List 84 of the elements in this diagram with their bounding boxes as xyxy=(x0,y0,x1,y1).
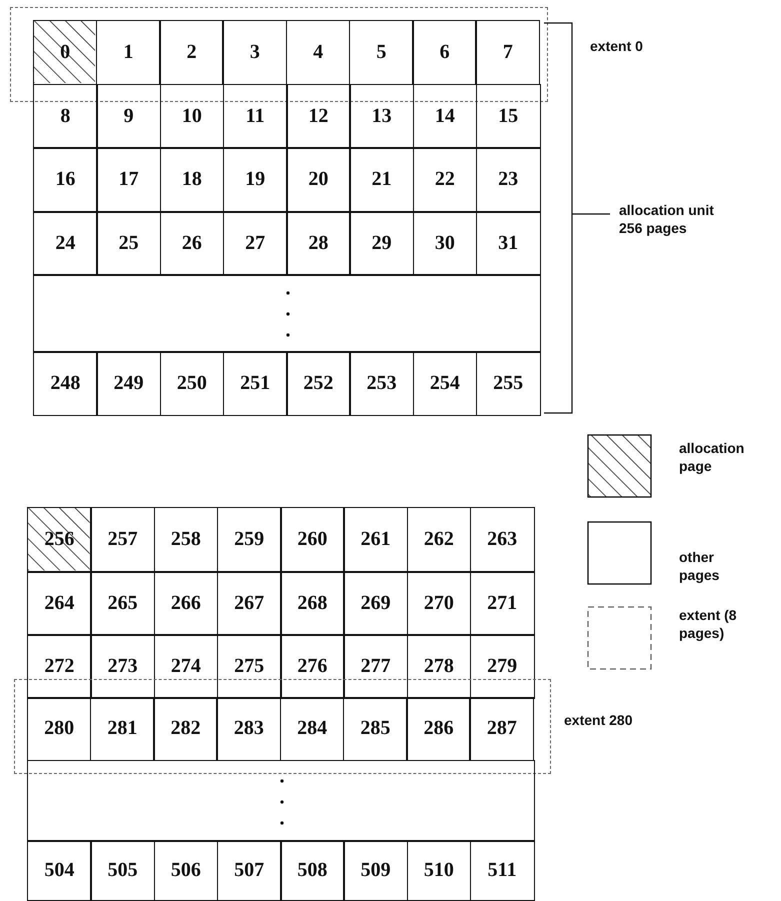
extent-label: extent 0 xyxy=(590,38,643,56)
page-cell: 259 xyxy=(216,507,282,572)
page-cell: 258 xyxy=(154,507,218,572)
extent-outline xyxy=(14,679,551,774)
page-cell: 266 xyxy=(154,571,218,636)
page-cell: 7 xyxy=(475,20,540,86)
page-cell: 278 xyxy=(406,634,472,698)
page-cell: 273 xyxy=(90,634,155,698)
page-cell: 31 xyxy=(476,211,540,276)
page-cell: 262 xyxy=(406,507,472,572)
page-cell: 249 xyxy=(96,351,161,416)
page-cell: 506 xyxy=(154,840,218,900)
page-cell: 261 xyxy=(343,507,408,572)
page-cell: 268 xyxy=(280,571,345,636)
page-cell: 24 xyxy=(33,211,98,276)
page-cell: 287 xyxy=(469,696,534,762)
page-cell: 29 xyxy=(349,211,414,276)
page-cell: 250 xyxy=(160,351,224,416)
page-cell: 12 xyxy=(286,84,351,148)
page-cell: 248 xyxy=(33,351,98,416)
page-cell: 508 xyxy=(280,840,345,900)
page-cell: 8 xyxy=(33,84,98,148)
page-cell: 1 xyxy=(96,20,161,86)
page-cell: 27 xyxy=(222,211,288,276)
page-cell: 26 xyxy=(160,211,224,276)
page-cell: 15 xyxy=(476,84,540,148)
page-cell: 505 xyxy=(90,840,155,900)
page-cell: 281 xyxy=(90,696,155,762)
extent-label: extent 280 xyxy=(564,712,632,730)
page-cell: 510 xyxy=(406,840,472,900)
page-cell: 23 xyxy=(476,147,540,212)
page-cell: 285 xyxy=(342,696,408,762)
page-cell: 269 xyxy=(343,571,408,636)
page-cell: 30 xyxy=(412,211,478,276)
page-cell: 28 xyxy=(286,211,351,276)
page-cell: 25 xyxy=(96,211,161,276)
page-cell: 271 xyxy=(470,571,534,636)
omitted-rows-box xyxy=(27,760,534,842)
page-cell: 22 xyxy=(412,147,478,212)
legend-label: other pages xyxy=(679,549,720,584)
page-cell: 254 xyxy=(412,351,478,416)
page-cell: 3 xyxy=(222,20,288,86)
omitted-rows-box xyxy=(33,274,540,352)
page-cell: 267 xyxy=(216,571,282,636)
page-cell: 265 xyxy=(90,571,155,636)
page-cell: 509 xyxy=(343,840,408,900)
page-cell: 272 xyxy=(27,634,92,698)
page-cell: 282 xyxy=(153,696,218,762)
page-cell: 255 xyxy=(476,351,540,416)
page-cell: 283 xyxy=(216,696,282,762)
page-cell: 251 xyxy=(222,351,288,416)
page-cell: 20 xyxy=(286,147,351,212)
page-cell: 279 xyxy=(470,634,534,698)
page-cell: 17 xyxy=(96,147,161,212)
page-cell: 9 xyxy=(96,84,161,148)
page-cell: 13 xyxy=(349,84,414,148)
page-cell: 264 xyxy=(27,571,92,636)
page-cell: 11 xyxy=(222,84,288,148)
page-cell: 270 xyxy=(406,571,472,636)
page-cell: 286 xyxy=(406,696,471,762)
page-cell: 257 xyxy=(90,507,155,572)
allocation-unit-label: allocation unit 256 pages xyxy=(619,202,715,237)
page-cell: 275 xyxy=(216,634,282,698)
page-cell: 6 xyxy=(412,20,477,86)
page-cell: 276 xyxy=(280,634,345,698)
page-cell: 511 xyxy=(470,840,534,900)
page-cell: 252 xyxy=(286,351,351,416)
extent-outline xyxy=(10,7,548,102)
page-cell: 504 xyxy=(27,840,92,900)
legend-label: extent (8 pages) xyxy=(679,607,738,642)
page-cell: 2 xyxy=(159,20,224,86)
page-cell: 16 xyxy=(33,147,98,212)
page-cell: 260 xyxy=(280,507,345,572)
page-cell: 263 xyxy=(470,507,534,572)
page-cell: 507 xyxy=(216,840,282,900)
page-cell: 277 xyxy=(343,634,408,698)
page-cell: 19 xyxy=(222,147,288,212)
page-cell: 5 xyxy=(348,20,414,86)
page-cell: 253 xyxy=(349,351,414,416)
page-cell: 274 xyxy=(154,634,218,698)
page-cell: 280 xyxy=(26,696,92,762)
page-cell: 21 xyxy=(349,147,414,212)
legend-label: allocation page xyxy=(679,440,746,475)
page-cell: 18 xyxy=(160,147,224,212)
